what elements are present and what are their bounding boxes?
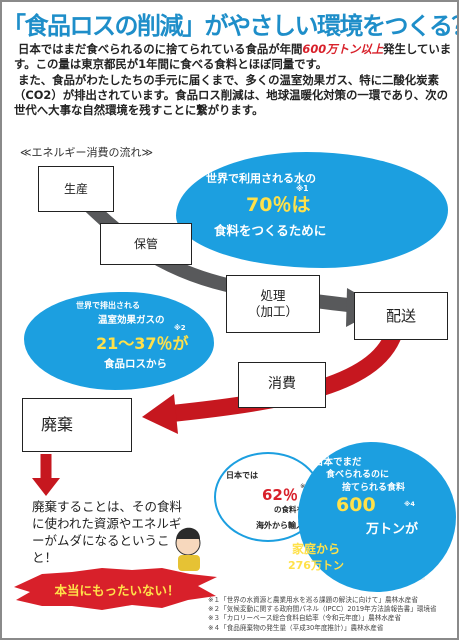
waste-unit: 万トンが: [366, 522, 419, 537]
flow-box-processing: 処理 （加工）: [226, 275, 320, 333]
gas-line4: 食品ロスから: [104, 358, 167, 370]
waste-line6: 家庭から: [291, 542, 340, 556]
waste-household-text: 家庭から 276万トン: [288, 540, 344, 573]
flow-box-storage: 保管: [100, 223, 192, 265]
references: ※１「世界の水資源と農業用水を巡る課題の解決に向けて」農林水産省 ※２「気候変動…: [208, 596, 437, 633]
intro-paragraph-2: また、食品がわたしたちの手元に届くまで、多くの温室効果ガス、特に二酸化炭素（CO…: [14, 73, 452, 119]
flow-arrow-to-disposal: [158, 313, 406, 423]
gas-line2: 温室効果ガスの: [98, 315, 165, 326]
reference-item: ※１「世界の水資源と農業用水を巡る課題の解決に向けて」農林水産省: [208, 596, 418, 604]
intro-paragraph-1: 日本ではまだ食べられるのに捨てられている食品が年間600万トン以上発生しています…: [14, 42, 452, 73]
waste-line1: 日本でまだ: [314, 457, 362, 468]
water-stat-bubble: 世界で利用される水の ※1 70％は 食料をつくるために: [176, 152, 448, 268]
waste-line2: 食べられるのに: [326, 470, 390, 480]
processing-label: 処理: [260, 288, 286, 304]
import-line4: 海外から輸入: [256, 521, 304, 530]
gas-stat-bubble: 世界で排出される 温室効果ガスの ※2 21～37％が 食品ロスから: [24, 292, 214, 390]
waste-line3: 捨てられる食料: [342, 483, 406, 493]
flow-section-label: ≪エネルギー消費の流れ≫: [20, 146, 154, 159]
intro-p2: また、食品がわたしたちの手元に届くまで、多くの温室効果ガス、特に二酸化炭素（CO…: [14, 72, 448, 118]
poster-title: 「食品ロスの削減」がやさしい環境をつくる？: [2, 12, 457, 40]
reference-item: ※４「食品廃棄物の発生量（平成30年度推計）」農林水産省: [208, 623, 384, 632]
waste-line7: 276万トン: [288, 559, 344, 572]
disposal-down-arrowhead: [32, 478, 60, 496]
worried-person-icon: [175, 527, 201, 571]
gas-note: ※2: [174, 324, 186, 332]
intro-highlight-amount: 600万トン以上: [302, 42, 384, 56]
waste-stat-bubble: 日本でまだ 食べられるのに 捨てられる食料 600 ※4 万トンが: [298, 442, 456, 592]
flow-box-delivery: 配送: [354, 292, 448, 340]
reference-item: ※３「カロリーベース総合食料自給率（令和元年度）」農林水産省: [208, 614, 402, 623]
flow-arrowhead-disposal: [142, 394, 178, 434]
gas-line1: 世界で排出される: [76, 301, 140, 310]
water-percent: 70％は: [246, 194, 311, 216]
intro-p1-b: 発生しています。この量は東京都民が1年間に食べる食料とほぼ同量です。: [14, 42, 452, 72]
flow-box-production: 生産: [38, 166, 114, 212]
processing-sublabel: （加工）: [247, 304, 298, 319]
waste-message: 廃棄することは、その食料に使われた資源やエネルギーがムダになるということ！: [32, 499, 183, 565]
water-line1: 世界で利用される水の: [206, 172, 316, 185]
reference-item: ※２「気候変動に関する政府間パネル（IPCC）2019年方法論報告書」環境省: [208, 605, 437, 614]
import-line3: の食料を: [274, 505, 304, 514]
waste-number: 600: [336, 494, 376, 516]
import-line1: 日本では: [226, 471, 258, 480]
banner-starburst: [14, 568, 217, 610]
import-percent: 62％: [262, 486, 298, 504]
flow-box-disposal: 廃棄: [22, 398, 132, 452]
water-note: ※1: [296, 184, 309, 193]
mottainai-banner: 本当にもったいない！: [54, 583, 180, 598]
intro-text: 日本ではまだ食べられるのに捨てられている食品が年間600万トン以上発生しています…: [14, 42, 452, 118]
water-line3: 食料をつくるために: [214, 223, 327, 238]
waste-note: ※4: [404, 500, 415, 508]
intro-p1-a: 日本ではまだ食べられるのに捨てられている食品が年間: [17, 42, 303, 56]
flow-box-consumption: 消費: [238, 362, 326, 408]
gas-percent: 21～37％が: [96, 334, 189, 353]
